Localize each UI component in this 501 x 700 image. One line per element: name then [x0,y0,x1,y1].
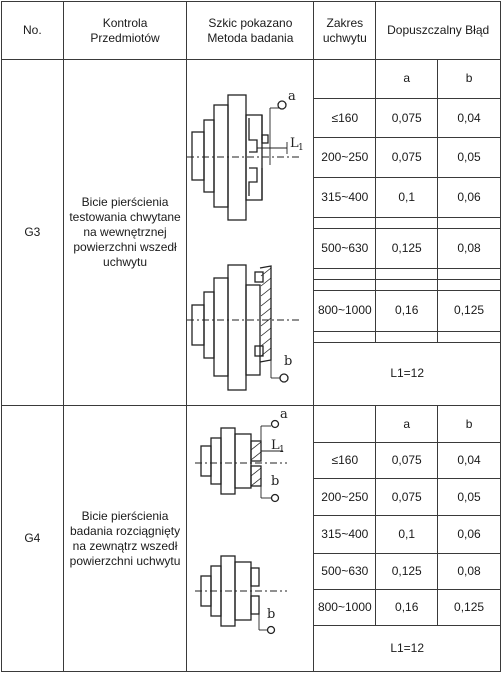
length-sub-label: 1 [298,143,304,153]
header-no: No. [1,1,64,60]
value-a-cell: 0,1 [375,177,439,218]
value-a-cell: 0,075 [375,478,439,517]
note-row: L1=12 [2,624,501,673]
tolerance-table: No. Kontrola Przedmiotów Szkic pokazano … [1,1,501,673]
range-cell: 315~400 [313,515,377,554]
range-cell: 800~1000 [313,289,377,332]
range-cell: 315~400 [313,177,377,218]
header-sketch: Szkic pokazano Metoda badania [186,1,315,60]
table-row: 200~250 0,075 0,05 [2,137,501,179]
value-b-cell: 0,04 [437,442,501,480]
value-a-cell: 0,075 [375,97,439,139]
note-cell: L1=12 [313,624,501,673]
value-b-cell: 0,05 [437,478,501,517]
value-a-cell: 0,125 [375,552,439,590]
value-b-cell: 0,125 [437,289,501,332]
range-cell: ≤160 [313,97,377,139]
table-row: G4 Bicie pierścienia badania rozciągnięt… [1,404,501,672]
section-number: G3 [1,59,64,406]
table-row: 500~630 0,125 0,08 [2,227,501,270]
table-row: G3 Bicie pierścienia testowania chwytane… [1,59,501,406]
length-sub-label: 1 [279,445,285,455]
range-cell: 500~630 [313,227,377,270]
section-description: Bicie pierścienia badania rozciągnięty n… [62,405,188,672]
probe-b-label: b [284,354,292,369]
value-b-cell: 0,06 [437,515,501,554]
range-blank-cell [313,59,377,99]
probe-b-label: b [271,474,279,489]
range-blank-cell [313,404,377,444]
range-cell: 200~250 [313,478,377,517]
value-a-cell: 0,075 [375,137,439,179]
length-l-label: L [271,438,280,453]
inner-ring-runout-diagram: a L 1 [187,89,304,391]
probe-a-label: a [280,407,288,422]
value-b-cell: 0,08 [437,227,501,270]
table-row: 200~250 0,075 0,05 [2,478,501,517]
probe-a-label: a [288,89,296,104]
section-description: Bicie pierścienia testowania chwytane na… [62,59,188,406]
outer-ring-runout-sketch: a L 1 b b [186,405,315,672]
header-item: Kontrola Przedmiotów [62,1,188,60]
table-row: 500~630 0,125 0,08 [2,552,501,590]
range-cell: ≤160 [313,442,377,480]
range-cell: 200~250 [313,137,377,179]
note-cell: L1=12 [313,341,501,407]
value-a-cell: 0,16 [375,588,439,626]
value-a-cell: 0,125 [375,227,439,270]
value-a-cell: 0,075 [375,442,439,480]
col-b-label: b [437,59,501,99]
length-l-label: L [290,136,299,151]
range-cell: 800~1000 [313,588,377,626]
outer-ring-runout-diagram: a L 1 b b [195,407,288,635]
value-b-cell: 0,06 [437,177,501,218]
value-b-cell: 0,04 [437,97,501,139]
col-b-label: b [437,404,501,444]
table-row: 800~1000 0,16 0,125 [2,289,501,332]
probe-b-label: b [267,607,275,622]
table-row: ≤160 0,075 0,04 [2,442,501,480]
value-b-cell: 0,05 [437,137,501,179]
section-number: G4 [1,405,64,672]
table-row: 315~400 0,1 0,06 [2,515,501,554]
header-row: No. Kontrola Przedmiotów Szkic pokazano … [1,1,501,60]
range-cell: 500~630 [313,552,377,590]
table-row: 315~400 0,1 0,06 [2,177,501,218]
value-b-cell: 0,125 [437,588,501,626]
col-a-label: a [375,404,439,444]
header-allowed-error: Dopuszczalny Błąd [375,1,501,60]
col-a-label: a [375,59,439,99]
value-b-cell: 0,08 [437,552,501,590]
value-a-cell: 0,1 [375,515,439,554]
value-a-cell: 0,16 [375,289,439,332]
table-row: ≤160 0,075 0,04 [2,97,501,139]
note-row: L1=12 [2,341,501,407]
inner-ring-runout-sketch: a L 1 [186,59,315,406]
header-range: Zakres uchwytu [313,1,377,60]
